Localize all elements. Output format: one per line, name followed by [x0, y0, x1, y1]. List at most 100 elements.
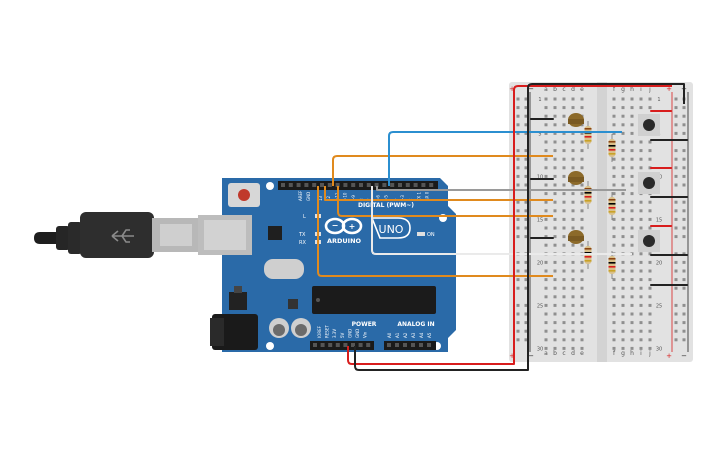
breadboard-hole	[553, 157, 557, 161]
wire-orange-3	[324, 186, 553, 201]
push-buttons	[638, 114, 660, 252]
breadboard-hole	[639, 209, 643, 213]
rail-hole	[516, 226, 520, 230]
rail-hole	[516, 114, 520, 118]
breadboard-hole	[621, 269, 625, 273]
rail-hole	[524, 174, 528, 178]
breadboard-col-label: j	[648, 350, 651, 357]
breadboard-col-label: f	[613, 86, 616, 93]
rail-hole	[524, 131, 528, 135]
breadboard-hole	[544, 286, 548, 290]
breadboard-hole	[630, 217, 634, 221]
breadboard-hole	[553, 312, 557, 316]
breadboard-hole	[621, 303, 625, 307]
pin-label: 3.3V	[332, 329, 337, 338]
breadboard-hole	[571, 183, 575, 187]
breadboard-hole	[562, 346, 566, 350]
crystal	[264, 259, 304, 279]
breadboard-hole	[580, 217, 584, 221]
breadboard-hole	[648, 303, 652, 307]
analog-header-label: ANALOG IN	[397, 321, 434, 328]
rail-hole	[674, 157, 678, 161]
breadboard-hole	[630, 183, 634, 187]
rail-hole	[682, 312, 686, 316]
rail-hole	[524, 303, 528, 307]
breadboard-hole	[630, 140, 634, 144]
breadboard-hole	[580, 149, 584, 153]
breadboard-leds	[568, 113, 584, 244]
breadboard-hole	[580, 286, 584, 290]
breadboard-hole	[580, 140, 584, 144]
pin-label: A1	[395, 332, 400, 338]
breadboard-hole	[580, 346, 584, 350]
breadboard-hole	[553, 183, 557, 187]
rail-hole	[682, 303, 686, 307]
breadboard-hole	[580, 106, 584, 110]
breadboard-hole	[553, 295, 557, 299]
usb-chip	[268, 226, 282, 240]
rail-hole	[516, 217, 520, 221]
breadboard-hole	[544, 217, 548, 221]
rail-hole	[682, 166, 686, 170]
breadboard-row-label: 1	[538, 97, 541, 103]
breadboard-hole	[544, 338, 548, 342]
breadboard-hole	[553, 106, 557, 110]
rail-hole	[682, 286, 686, 290]
breadboard-hole	[648, 157, 652, 161]
breadboard-hole	[553, 346, 557, 350]
breadboard-hole	[648, 321, 652, 325]
breadboard-hole	[544, 174, 548, 178]
breadboard-hole	[630, 269, 634, 273]
breadboard-hole	[544, 226, 548, 230]
rail-hole	[516, 106, 520, 110]
breadboard-hole	[562, 278, 566, 282]
breadboard-col-label: a	[544, 86, 548, 93]
breadboard-hole	[621, 235, 625, 239]
rail-hole	[682, 183, 686, 187]
led-rx-label: RX	[299, 240, 306, 246]
breadboard-hole	[544, 312, 548, 316]
breadboard-hole	[630, 209, 634, 213]
breadboard-hole	[553, 174, 557, 178]
atmega-chip	[312, 286, 436, 314]
rail-hole	[516, 123, 520, 127]
breadboard-hole	[553, 226, 557, 230]
header-hole	[403, 343, 407, 347]
uno-logo: UNO	[370, 217, 411, 239]
breadboard-hole	[553, 123, 557, 127]
breadboard-hole	[553, 209, 557, 213]
breadboard-hole	[571, 149, 575, 153]
breadboard-hole	[562, 166, 566, 170]
breadboard-col-label: h	[630, 350, 634, 357]
led-l-label: L	[303, 214, 306, 220]
rail-hole	[674, 97, 678, 101]
breadboard-hole	[553, 278, 557, 282]
breadboard-hole	[630, 174, 634, 178]
breadboard-hole	[562, 217, 566, 221]
breadboard-hole	[571, 192, 575, 196]
header-hole	[359, 183, 363, 187]
pin-label: 12	[326, 195, 331, 201]
breadboard-hole	[562, 235, 566, 239]
breadboard-hole	[553, 269, 557, 273]
rail-hole	[524, 97, 528, 101]
header-hole	[358, 343, 363, 347]
breadboard-hole	[648, 149, 652, 153]
resistors	[584, 121, 616, 279]
breadboard-hole	[544, 106, 548, 110]
header-hole	[328, 343, 333, 347]
breadboard-row-label: 5	[538, 131, 541, 137]
breadboard-hole	[639, 226, 643, 230]
pin-label: ~9	[351, 195, 356, 201]
breadboard-hole	[580, 97, 584, 101]
rail-hole	[516, 174, 520, 178]
breadboard-hole	[612, 346, 616, 350]
logo-text: ARDUINO	[327, 237, 362, 245]
breadboard-hole	[544, 235, 548, 239]
header-hole	[313, 343, 317, 347]
breadboard-hole	[648, 200, 652, 204]
rail-hole	[674, 209, 678, 213]
breadboard-hole	[571, 209, 575, 213]
breadboard-hole	[571, 312, 575, 316]
rail-hole	[674, 278, 678, 282]
